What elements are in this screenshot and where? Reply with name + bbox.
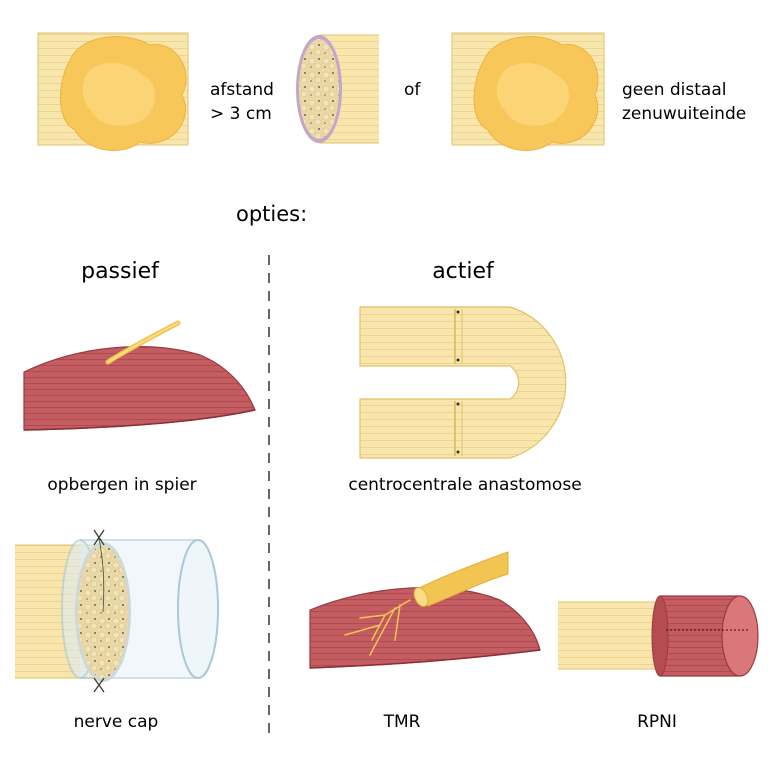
active-item2-label: TMR <box>383 712 421 732</box>
passive-heading: passief <box>81 259 160 284</box>
distance-label-line1: afstand <box>210 80 274 100</box>
options-label: opties: <box>236 202 307 226</box>
active-item3-label: RPNI <box>637 712 677 732</box>
passive-item2-label: nerve cap <box>74 712 159 732</box>
no-distal-line2: zenuwuiteinde <box>622 104 746 124</box>
no-distal-line1: geen distaal <box>622 80 726 100</box>
neuroma-right <box>451 32 605 151</box>
or-label: of <box>404 80 421 100</box>
neuroma-left <box>37 32 189 151</box>
active-item1-label: centrocentrale anastomose <box>348 475 581 495</box>
muscle-burial <box>23 320 256 431</box>
nerve-cut-end <box>296 34 379 144</box>
centrocentral-anastomosis <box>359 306 567 459</box>
distance-label-line2: > 3 cm <box>210 104 272 124</box>
nerve-cap <box>15 529 219 693</box>
rpni-illustration <box>558 595 759 677</box>
passive-item1-label: opbergen in spier <box>47 475 196 495</box>
active-heading: actief <box>432 259 495 284</box>
tmr-illustration <box>309 551 541 669</box>
